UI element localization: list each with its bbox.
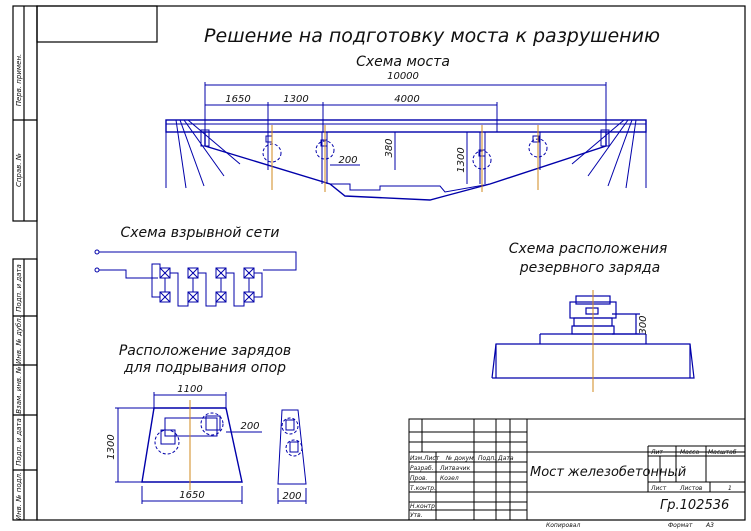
stamp-sheets: Листов (679, 485, 703, 492)
stamp-sheet: Лист (650, 485, 667, 492)
stamp-copied: Копировал (546, 522, 580, 529)
charges-dim-1300: 1300 (106, 434, 117, 459)
label-vzam: Взам. инв. № (15, 366, 23, 414)
side-labels: Перв. примен. Справ. № Подп. и дата Инв.… (15, 54, 23, 520)
stamp-h-list: Лист (423, 455, 440, 462)
dim-total: 10000 (387, 71, 419, 82)
stamp-razrab: Разраб. (410, 465, 434, 472)
label-podp-date-2: Подп. и дата (15, 418, 23, 466)
stamp-prov: Пров. (410, 475, 428, 482)
dim-1300: 1300 (283, 94, 308, 105)
bridge-scheme-title: Схема моста (356, 54, 450, 70)
charges-title-line1: Расположение зарядов (119, 343, 291, 359)
dim-4000: 4000 (394, 94, 419, 105)
stamp-format: Формат (668, 522, 693, 529)
blast-network-title: Схема взрывной сети (121, 225, 280, 241)
sheet-frame (12, 5, 746, 521)
label-perv-primen: Перв. примен. (15, 54, 23, 107)
pier-charges-scheme: Расположение зарядов для подрывания опор (106, 343, 307, 504)
title-block: Изм. Лист № докум. Подп. Дата Разраб. Ли… (408, 418, 746, 529)
label-sprav: Справ. № (15, 153, 23, 187)
stamp-prov-name: Козел (440, 475, 459, 482)
stamp-mass: Масса (680, 449, 699, 456)
label-inv-dubl: Инв. № дубл. (15, 316, 23, 364)
reserve-title-line1: Схема расположения (509, 241, 668, 257)
charges-title-line2: для подрывания опор (123, 360, 286, 376)
dim-380: 380 (384, 138, 395, 157)
stamp-razrab-name: Литвачик (439, 465, 471, 472)
stamp-h-izm: Изм. (410, 455, 424, 462)
label-podp-date-1: Подп. и дата (15, 264, 23, 312)
stamp-utv: Утв. (410, 512, 423, 519)
sheet-title: Решение на подготовку моста к разрушению (204, 25, 660, 47)
stamp-sheets-count: 1 (728, 485, 732, 492)
blast-network-scheme: Схема взрывной сети (94, 225, 297, 307)
stamp-h-podp: Подп. (478, 455, 496, 462)
dim-1300-pier: 1300 (456, 147, 467, 172)
pier-dim-200: 200 (282, 491, 301, 502)
stamp-h-date: Дата (497, 455, 514, 462)
dim-1650: 1650 (225, 94, 250, 105)
reserve-charge-scheme: Схема расположения резервного заряда 300 (491, 241, 695, 392)
stamp-nkontr: Н.контр. (410, 503, 437, 510)
charges-dim-1650: 1650 (179, 490, 204, 501)
stamp-code: Гр.102536 (660, 498, 729, 513)
reserve-dim-300: 300 (638, 315, 649, 334)
stamp-tkontr: Т.контр. (410, 485, 436, 492)
stamp-lit: Лит (650, 449, 663, 456)
charges-dim-200: 200 (240, 421, 259, 432)
stamp-scale: Масштаб (708, 449, 737, 456)
charges-dim-1100: 1100 (177, 384, 202, 395)
stamp-object-name: Мост железобетонный (530, 465, 686, 480)
reserve-title-line2: резервного заряда (519, 260, 660, 276)
bridge-scheme: Схема моста 10000 (165, 54, 647, 201)
dim-200: 200 (338, 155, 357, 166)
stamp-format-value: А3 (705, 522, 714, 529)
label-inv-podl: Инв. № подл. (15, 472, 23, 520)
stamp-h-doc: № докум. (445, 455, 476, 462)
